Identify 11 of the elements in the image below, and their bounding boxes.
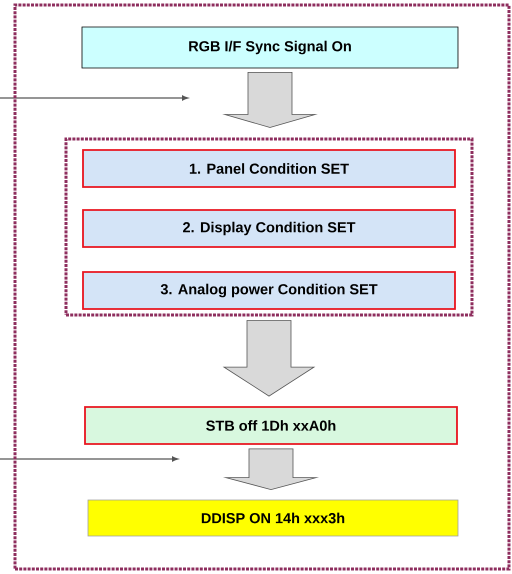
process-box: 1. Panel Condition SET: [82, 149, 456, 188]
block-arrow: [222, 72, 318, 128]
dashed-group-frame: [64, 138, 474, 316]
dashed-group-frame: [14, 4, 510, 570]
process-box: 2. Display Condition SET: [82, 209, 456, 248]
process-box: STB off 1Dh xxA0h: [84, 406, 458, 445]
process-box: 3. Analog power Condition SET: [82, 271, 456, 310]
process-box: RGB I/F Sync Signal On: [82, 26, 458, 68]
block-arrow: [222, 320, 316, 397]
block-arrow: [222, 448, 320, 490]
process-box: DDISP ON 14h xxx3h: [88, 500, 458, 536]
